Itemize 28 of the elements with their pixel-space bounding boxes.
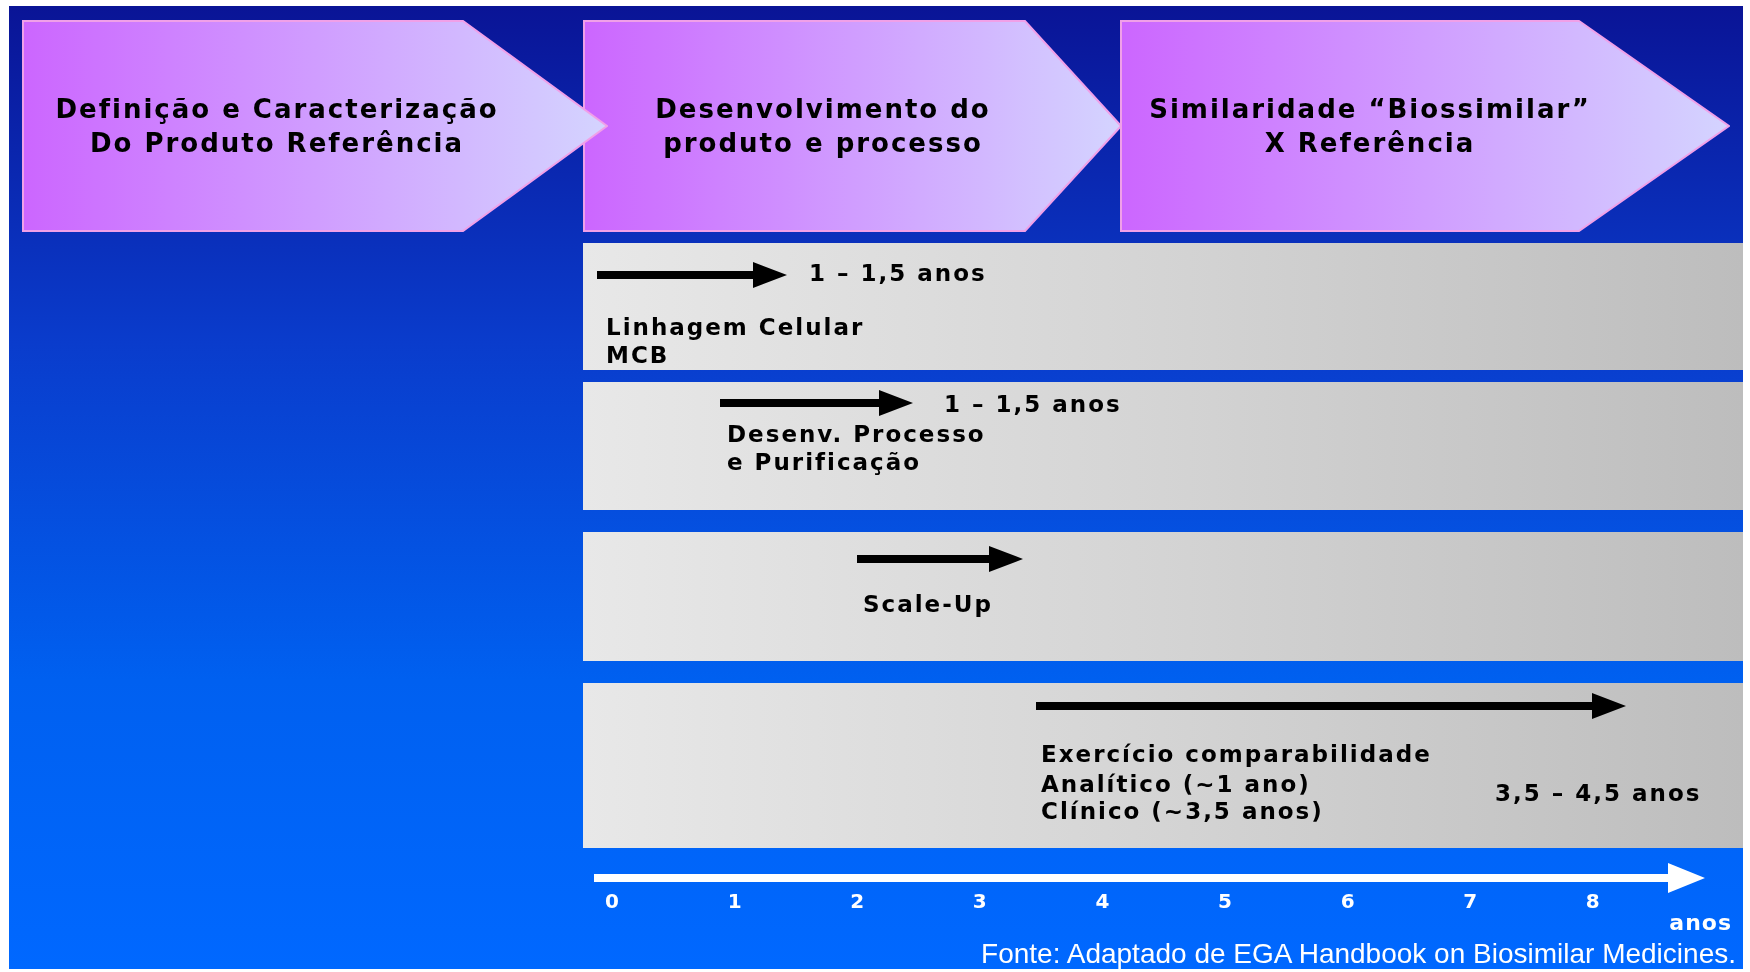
band-text: Analítico (~1 ano) — [1041, 770, 1312, 798]
axis-unit-label: anos — [1669, 909, 1732, 937]
axis-tick-label: 4 — [1094, 888, 1111, 915]
timeline-band — [583, 382, 1743, 510]
stage-title: Desenvolvimento do produto e processo — [654, 93, 992, 160]
stage-title: Definição e Caracterização Do Produto Referência — [54, 93, 500, 160]
band-text: Scale-Up — [863, 590, 994, 618]
axis-tick-label: 3 — [971, 888, 988, 915]
band-text: Exercício comparabilidade — [1041, 740, 1433, 768]
axis-tick-label: 2 — [849, 888, 866, 915]
axis-tick-label: 7 — [1462, 888, 1479, 915]
axis-tick-label: 0 — [604, 888, 620, 915]
timeline-band — [583, 683, 1743, 848]
band-text: MCB — [606, 341, 671, 369]
band-text: Linhagem Celular — [606, 313, 866, 341]
band-text: Clínico (~3,5 anos) — [1041, 797, 1325, 825]
axis-tick-label: 1 — [726, 888, 743, 915]
timeline-band — [583, 243, 1743, 370]
band-text: 1 – 1,5 anos — [944, 390, 1123, 418]
band-text: 1 – 1,5 anos — [809, 259, 988, 287]
band-text: 3,5 – 4,5 anos — [1495, 779, 1703, 807]
axis-tick-label: 5 — [1217, 888, 1233, 915]
band-text: Desenv. Processo e Purificação — [727, 420, 987, 476]
axis-tick-label: 8 — [1584, 888, 1601, 915]
source-note: Fonte: Adaptado de EGA Handbook on Biosimilar Medicines. — [981, 937, 1736, 971]
stage-title: Similaridade “Biossimilar” X Referência — [1148, 93, 1592, 160]
axis-tick-label: 6 — [1339, 888, 1356, 915]
timeline-band — [583, 532, 1743, 661]
